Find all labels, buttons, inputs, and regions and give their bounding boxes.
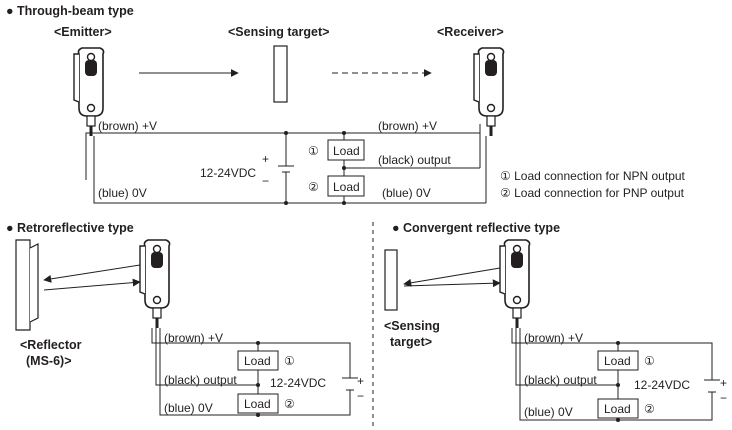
retro-returned-arrow bbox=[43, 278, 141, 291]
emitter-brown-wire bbox=[85, 132, 420, 136]
receiver-black-label: (black) output bbox=[378, 153, 451, 167]
receiver-blue-label: (blue) 0V bbox=[382, 186, 431, 200]
retro-sensor-icon bbox=[138, 238, 172, 330]
convergent-emitted-arrow bbox=[403, 267, 501, 287]
junction-dot bbox=[256, 341, 260, 345]
load1-number: ① bbox=[308, 144, 319, 158]
convergent-load2-number: ② bbox=[644, 402, 655, 416]
retro-brown-wire bbox=[151, 328, 351, 378]
convergent-supply-label: 12-24VDC bbox=[634, 378, 690, 392]
retroreflective-title: ● Retroreflective type bbox=[6, 221, 134, 235]
npn-note: ① Load connection for NPN output bbox=[500, 169, 686, 183]
load2-box bbox=[327, 175, 365, 197]
retro-blue-label: (blue) 0V bbox=[164, 401, 213, 415]
through-beam-title: ● Through-beam type bbox=[6, 4, 134, 18]
retro-minus-sign: − bbox=[357, 389, 364, 403]
retro-emitted-arrow bbox=[43, 264, 141, 283]
retro-blue-wire bbox=[159, 328, 351, 416]
supply-plus-sign: + bbox=[262, 152, 269, 166]
retro-brown-label: (brown) +V bbox=[164, 331, 223, 345]
supply-minus-sign: − bbox=[262, 174, 269, 188]
junction-dot bbox=[284, 131, 288, 135]
convergent-load2-label: Load bbox=[604, 402, 631, 416]
retro-load1-number: ① bbox=[284, 354, 295, 368]
reflector-label-line1: <Reflector bbox=[20, 338, 82, 352]
convergent-brown-wire bbox=[511, 328, 713, 380]
retro-load1-label: Load bbox=[244, 354, 271, 368]
convergent-sensor-icon bbox=[498, 238, 532, 330]
sensing-target-block bbox=[273, 45, 288, 103]
junction-dot bbox=[616, 383, 620, 387]
emitter-blue-label: (blue) 0V bbox=[98, 186, 147, 200]
retro-load2-label: Load bbox=[244, 397, 271, 411]
convergent-load1-label: Load bbox=[604, 354, 631, 368]
supply-voltage-label: 12-24VDC bbox=[200, 166, 256, 180]
convergent-title: ● Convergent reflective type bbox=[392, 221, 560, 235]
convergent-target-block bbox=[384, 249, 398, 311]
load1-label: Load bbox=[333, 144, 360, 158]
convergent-black-label: (black) output bbox=[524, 373, 597, 387]
emitter-label: <Emitter> bbox=[54, 25, 112, 39]
receiver-label: <Receiver> bbox=[437, 25, 504, 39]
emitter-brown-label: (brown) +V bbox=[98, 119, 157, 133]
junction-dot bbox=[284, 201, 288, 205]
retro-supply-label: 12-24VDC bbox=[270, 376, 326, 390]
convergent-minus-sign: − bbox=[720, 391, 727, 405]
retro-plus-sign: + bbox=[357, 374, 364, 388]
convergent-section: ● Convergent reflective type <Sensing ta… bbox=[384, 221, 727, 422]
junction-dot bbox=[616, 418, 620, 422]
junction-dot bbox=[342, 201, 346, 205]
retro-black-wire bbox=[155, 328, 236, 386]
load2-number: ② bbox=[308, 180, 319, 194]
reflector-label-line2: (MS-6)> bbox=[26, 354, 72, 368]
convergent-load1-number: ① bbox=[644, 354, 655, 368]
junction-dot bbox=[342, 131, 346, 135]
convergent-returned-arrow bbox=[403, 279, 501, 288]
junction-dot bbox=[616, 341, 620, 345]
through-beam-section: ● Through-beam type <Emitter> <Sensing t… bbox=[6, 4, 686, 205]
convergent-target-line1: <Sensing bbox=[384, 319, 440, 333]
retro-load2-number: ② bbox=[284, 397, 295, 411]
reflector-side bbox=[29, 243, 39, 323]
receiver-brown-label: (brown) +V bbox=[378, 119, 437, 133]
convergent-plus-sign: + bbox=[720, 376, 727, 390]
reflector-icon bbox=[15, 239, 31, 331]
receiver-sensor-icon bbox=[472, 46, 506, 138]
junction-dot bbox=[342, 166, 346, 170]
retro-black-label: (black) output bbox=[164, 373, 237, 387]
convergent-target-line2: target> bbox=[390, 335, 432, 349]
receiver-brown-wire bbox=[420, 132, 481, 136]
junction-dot bbox=[256, 383, 260, 387]
retroreflective-section: ● Retroreflective type <Reflector (MS-6)… bbox=[6, 221, 364, 417]
convergent-blue-label: (blue) 0V bbox=[524, 405, 573, 419]
convergent-black-wire bbox=[515, 328, 596, 386]
load2-label: Load bbox=[333, 180, 360, 194]
convergent-brown-label: (brown) +V bbox=[524, 331, 583, 345]
junction-dot bbox=[256, 413, 260, 417]
load1-box bbox=[327, 139, 365, 161]
pnp-note: ② Load connection for PNP output bbox=[500, 186, 685, 200]
sensing-target-label: <Sensing target> bbox=[228, 25, 329, 39]
emitter-blue-wire bbox=[93, 136, 486, 204]
